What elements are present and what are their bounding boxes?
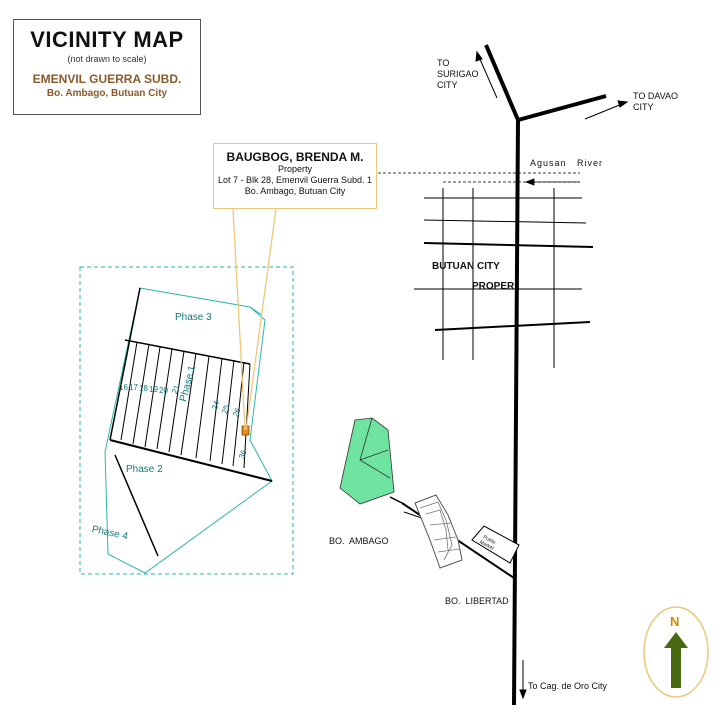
direction-arrows: [475, 50, 629, 700]
label-butuan-city: BUTUAN CITY: [432, 261, 500, 272]
property-address: Bo. Ambago, Butuan City: [244, 186, 346, 196]
property-marker: [241, 425, 250, 436]
subdivision-map: [79, 266, 294, 575]
property-callout: BAUGBOG, BRENDA M. Property Lot 7 - Blk …: [213, 143, 377, 209]
label-to-cdo: To Cag. de Oro City: [528, 681, 608, 691]
map-title: VICINITY MAP: [30, 27, 184, 52]
label-bo-libertad: BO. LIBERTAD: [445, 596, 509, 606]
libertad-roads: [389, 494, 520, 579]
north-label: N: [670, 614, 680, 629]
property-lot: Lot 7 - Blk 28, Emenvil Guerra Subd. 1: [217, 175, 373, 185]
label-phase-3: Phase 3: [175, 312, 212, 323]
label-agusan-river: Agusan River: [530, 158, 604, 168]
label-phase-2: Phase 2: [126, 464, 163, 475]
city-street-grid: [414, 188, 594, 368]
lot-number: 20: [159, 386, 168, 395]
main-highway: [484, 44, 607, 706]
lot-number: 16: [119, 383, 128, 392]
label-bo-ambago: BO. AMBAGO: [329, 536, 389, 546]
agusan-river: [378, 172, 580, 186]
lot-number: 19: [149, 385, 158, 394]
property-owner: BAUGBOG, BRENDA M.: [226, 150, 364, 164]
label-to-surigao: TO SURIGAO CITY: [437, 58, 479, 90]
property-label: Property: [277, 164, 312, 174]
label-to-davao: TO DAVAO CITY: [633, 91, 679, 112]
scale-note: (not drawn to scale): [67, 54, 147, 64]
subdivision-name: EMENVIL GUERRA SUBD.: [32, 72, 182, 86]
ambago-area: [339, 417, 395, 505]
lot-number: 17: [129, 383, 138, 392]
title-block: VICINITY MAP (not drawn to scale) EMENVI…: [13, 19, 201, 115]
callout-lines: [232, 208, 277, 431]
subdivision-location: Bo. Ambago, Butuan City: [46, 88, 168, 99]
north-arrow: [643, 606, 709, 698]
public-market-building: [471, 525, 520, 564]
label-proper: PROPER: [472, 281, 515, 292]
lot-number: 18: [139, 384, 148, 393]
